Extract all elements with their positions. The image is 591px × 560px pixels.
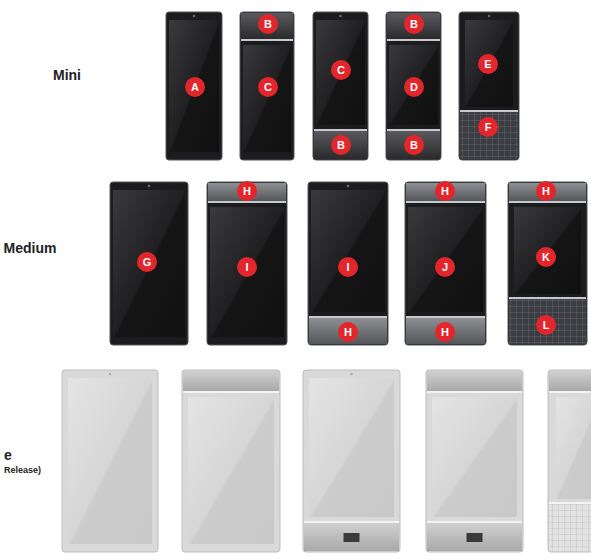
phone-body: [459, 12, 519, 160]
callout-letter: E: [478, 54, 498, 74]
phone-body: [207, 182, 287, 345]
phone-body: [110, 182, 188, 345]
phone-body: [303, 370, 400, 552]
phone-body: [426, 370, 523, 552]
callout-letter: H: [435, 322, 455, 342]
phone-body: [62, 370, 158, 552]
callout-letter: D: [404, 77, 424, 97]
callout-letter: H: [237, 181, 257, 201]
phone-body: [182, 370, 280, 552]
callout-letter: C: [258, 77, 278, 97]
callout-letter: H: [338, 322, 358, 342]
callout-letter: B: [404, 135, 424, 155]
phone-body: [240, 12, 294, 160]
callout-letter: A: [185, 77, 205, 97]
row-label: Release): [4, 465, 41, 475]
phone-body: [308, 182, 388, 345]
callout-letter: B: [404, 14, 424, 34]
row-label: Mini: [53, 67, 81, 83]
row-label: Medium: [4, 240, 57, 256]
callout-letter: K: [536, 247, 556, 267]
callout-letter: H: [435, 181, 455, 201]
callout-letter: J: [435, 257, 455, 277]
callout-letter: L: [536, 315, 556, 335]
callout-letter: B: [258, 14, 278, 34]
callout-letter: C: [331, 60, 351, 80]
callout-letter: B: [331, 135, 351, 155]
phone-body: [548, 370, 591, 552]
phone-body: [508, 182, 587, 345]
phone-body: [386, 12, 441, 160]
phone-body: [166, 12, 222, 160]
callout-letter: I: [237, 257, 257, 277]
row-label: e: [4, 447, 12, 463]
phone-body: [405, 182, 486, 345]
callout-letter: I: [338, 257, 358, 277]
callout-letter: H: [536, 181, 556, 201]
callout-letter: F: [478, 117, 498, 137]
callout-letter: G: [137, 252, 157, 272]
phone-body: [313, 12, 368, 160]
